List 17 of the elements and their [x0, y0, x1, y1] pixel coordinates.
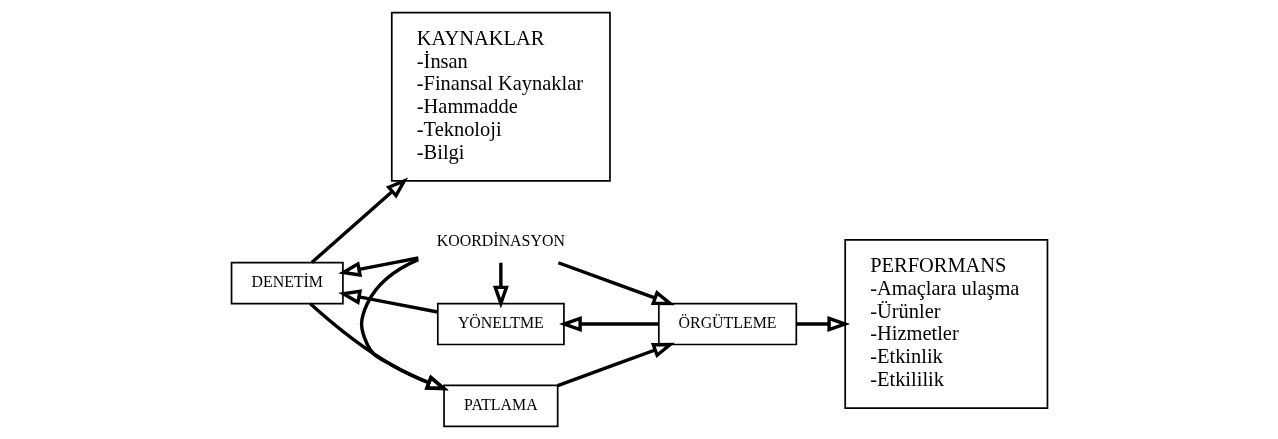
- arrow: [796, 316, 850, 332]
- node-box: PATLAMA: [442, 384, 559, 428]
- node-text: KOORDİNASYON: [436, 232, 565, 250]
- node-box: ÖRGÜTLEME: [657, 302, 797, 346]
- arrow: [337, 256, 419, 277]
- arrow: [308, 302, 449, 391]
- node-box: YÖNELTME: [436, 302, 565, 346]
- arrow: [359, 258, 448, 391]
- node-box: KAYNAKLAR -İnsan -Finansal Kaynaklar -Hammadde -Teknoloji -Bilgi: [390, 11, 611, 182]
- arrow: [492, 262, 509, 309]
- node-box: PERFORMANS -Amaçlara ulaşma -Ürünler -Hizmetler -Etkinlik -Etkililik: [843, 239, 1048, 409]
- arrow: [337, 289, 438, 314]
- arrow: [557, 261, 675, 306]
- node-box: DENETİM: [230, 261, 344, 305]
- arrow: [556, 342, 675, 388]
- arrow: [310, 177, 408, 264]
- arrow: [558, 316, 659, 332]
